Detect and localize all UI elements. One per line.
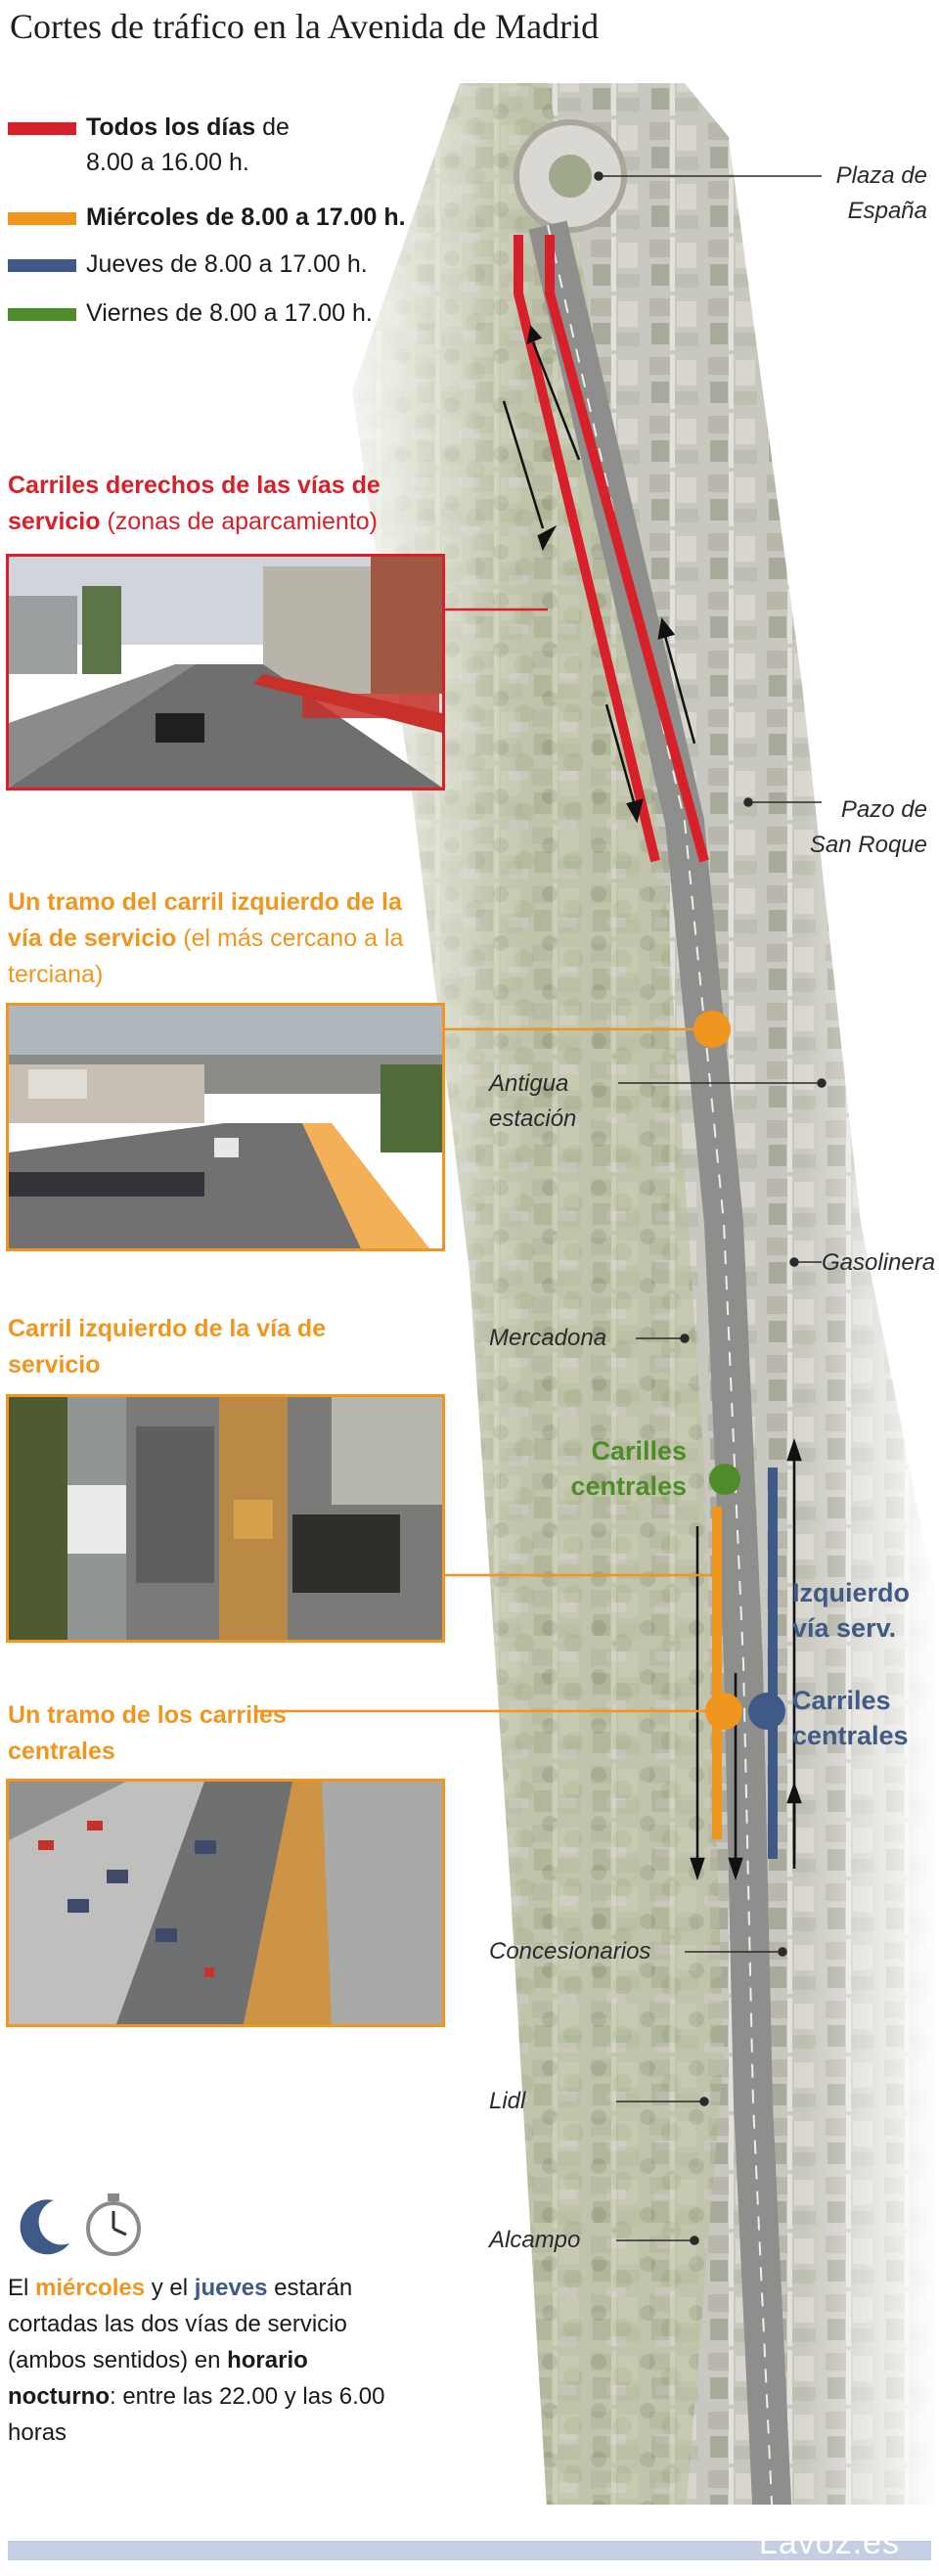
photo-left-lane <box>6 1394 445 1643</box>
stopwatch-icon <box>86 2193 141 2256</box>
direction-arrows-red <box>502 325 696 824</box>
label-alcampo: Alcampo <box>489 2227 581 2253</box>
section-title-1: Carriles derechos de las vías de servici… <box>8 472 380 535</box>
brand-logo: Lavoz.es <box>758 2524 900 2561</box>
legend-item-orange: Miércoles de 8.00 a 17.00 h. <box>86 203 406 231</box>
legend-item-blue: Jueves de 8.00 a 17.00 h. <box>86 250 368 278</box>
photo-left-service-lane <box>6 1003 445 1251</box>
legend-item-green: Viernes de 8.00 a 17.00 h. <box>86 299 373 327</box>
footer-bar <box>8 2541 931 2560</box>
legend-swatch-orange <box>8 212 76 225</box>
red-route-right <box>545 235 709 863</box>
orange-marker-lower <box>705 1693 742 1730</box>
label-lidl: Lidl <box>489 2088 526 2114</box>
page-title: Cortes de tráfico en la Avenida de Madri… <box>10 7 600 46</box>
label-concesionarios: Concesionarios <box>489 1938 651 1965</box>
label-blue-central: Carriles centrales <box>792 1686 909 1750</box>
photo-central-lanes <box>6 1779 445 2027</box>
photo-right-lanes <box>6 554 445 791</box>
green-marker <box>709 1464 740 1495</box>
red-route-left <box>514 235 660 863</box>
label-pazo-san-roque: Pazo de San Roque <box>809 796 927 858</box>
label-blue-left-service: Izquierdo vía serv. <box>792 1578 910 1643</box>
night-closure-note: El miércoles y el jueves estarán cortada… <box>8 2275 385 2446</box>
blue-marker <box>748 1693 785 1730</box>
label-green-central: Carilles centrales <box>570 1436 687 1501</box>
legend-swatch-red <box>8 122 76 135</box>
label-gasolinera: Gasolinera <box>822 1249 936 1276</box>
legend-item-red: Todos los días de 8.00 a 16.00 h. <box>86 113 290 176</box>
moon-icon <box>20 2199 69 2255</box>
orange-marker-upper <box>693 1011 731 1048</box>
section-title-4: Un tramo de los carriles centrales <box>8 1701 287 1765</box>
section-title-3: Carril izquierdo de la vía de servicio <box>8 1315 327 1378</box>
legend-swatch-green <box>8 308 76 321</box>
label-mercadona: Mercadona <box>489 1325 607 1351</box>
label-antigua-estacion: Antigua estación <box>489 1070 577 1132</box>
section-title-2: Un tramo del carril izquierdo de la vía … <box>8 888 404 988</box>
label-plaza-espana: Plaza de España <box>835 162 927 224</box>
legend-swatch-blue <box>8 259 76 272</box>
